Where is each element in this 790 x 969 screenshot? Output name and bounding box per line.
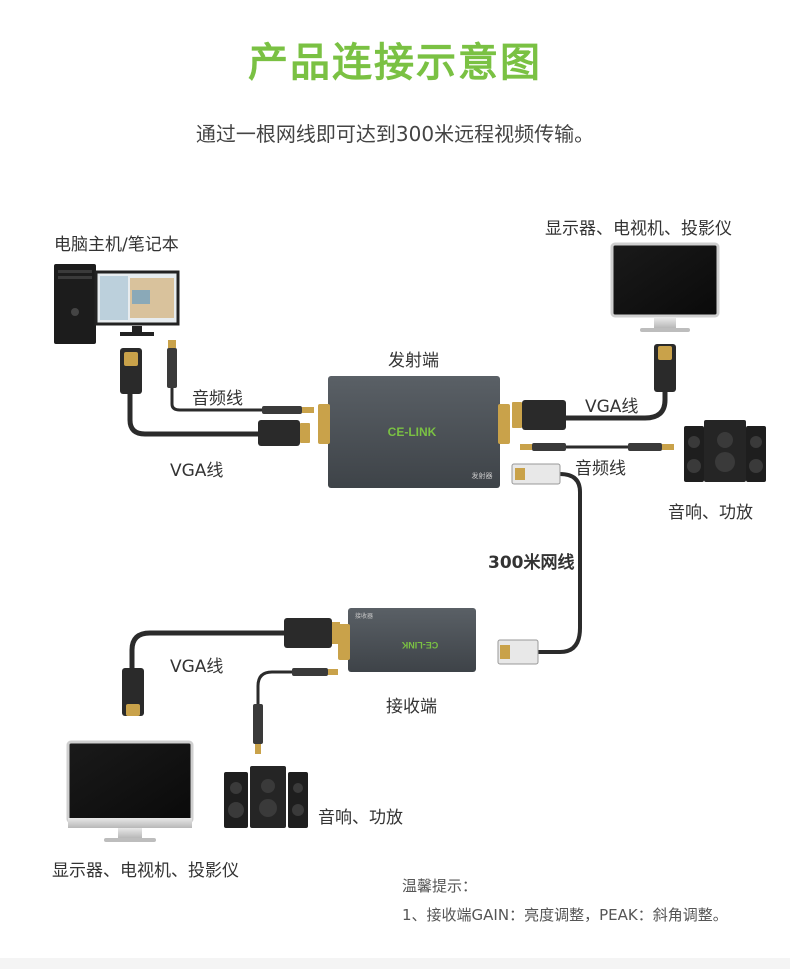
speaker-top-label: 音响、功放 bbox=[668, 503, 753, 523]
rj45-connector-top bbox=[511, 463, 561, 485]
network-cable bbox=[533, 472, 582, 654]
vga-connector-transmitter-out bbox=[512, 400, 566, 430]
cables bbox=[127, 386, 668, 706]
vga-cable-left bbox=[127, 389, 265, 437]
receiver-panel-text: 接收器 bbox=[355, 612, 373, 620]
network-cable-label: 300米网线 bbox=[488, 553, 575, 573]
bottom-divider bbox=[0, 958, 790, 969]
audio-plug-transmitter-out bbox=[520, 443, 674, 451]
display-top-label: 显示器、电视机、投影仪 bbox=[545, 219, 732, 239]
transmitter-label: 发射端 bbox=[388, 351, 439, 371]
vga-connector-monitor-bottom bbox=[122, 668, 144, 716]
page-title: 产品连接示意图 bbox=[248, 40, 542, 86]
vga-cable-right-label: VGA线 bbox=[585, 397, 639, 417]
page-subtitle: 通过一根网线即可达到300米远程视频传输。 bbox=[195, 122, 595, 146]
vga-connector-monitor-top bbox=[654, 344, 676, 392]
audio-cable-left-label: 音频线 bbox=[192, 389, 243, 409]
vga-connector-transmitter-in bbox=[258, 420, 310, 446]
audio-cable-bottom bbox=[256, 670, 294, 706]
transmitter-panel-text: 发射器 bbox=[472, 471, 493, 480]
display-bottom-label: 显示器、电视机、投影仪 bbox=[52, 861, 239, 881]
notes-heading: 温馨提示： bbox=[402, 877, 478, 895]
vga-cable-bottom-label: VGA线 bbox=[170, 657, 224, 677]
notes-line-1: 1、接收端GAIN：亮度调整，PEAK：斜角调整。 bbox=[402, 906, 728, 924]
pc-label: 电脑主机/笔记本 bbox=[54, 235, 179, 255]
vga-cable-right bbox=[557, 389, 668, 421]
audio-plug-transmitter-in bbox=[262, 406, 314, 414]
audio-plug-receiver-out bbox=[292, 668, 338, 676]
audio-plug-pc bbox=[167, 340, 177, 388]
transmitter-box: CE-LINK 发射器 bbox=[318, 376, 510, 488]
pc-illustration bbox=[54, 264, 180, 344]
monitor-bottom bbox=[66, 740, 194, 842]
receiver-label: 接收端 bbox=[386, 697, 437, 717]
transmitter-logo: CE-LINK bbox=[388, 425, 437, 439]
audio-cable-left bbox=[170, 386, 264, 412]
speakers-bottom bbox=[224, 766, 308, 828]
audio-cable-right-label: 音频线 bbox=[575, 459, 626, 479]
vga-connector-pc bbox=[120, 348, 142, 394]
rj45-connector-bottom bbox=[497, 639, 539, 665]
receiver-box: CE-LINK 接收器 bbox=[338, 608, 476, 672]
monitor-top bbox=[610, 242, 720, 332]
vga-cable-bottom bbox=[129, 630, 291, 671]
speakers-top bbox=[684, 420, 766, 482]
speaker-bottom-label: 音响、功放 bbox=[318, 808, 403, 828]
vga-cable-left-label: VGA线 bbox=[170, 461, 224, 481]
receiver-logo: CE-LINK bbox=[401, 640, 438, 650]
vga-connector-receiver-out bbox=[284, 618, 340, 648]
audio-plug-speaker-bottom bbox=[253, 704, 263, 754]
